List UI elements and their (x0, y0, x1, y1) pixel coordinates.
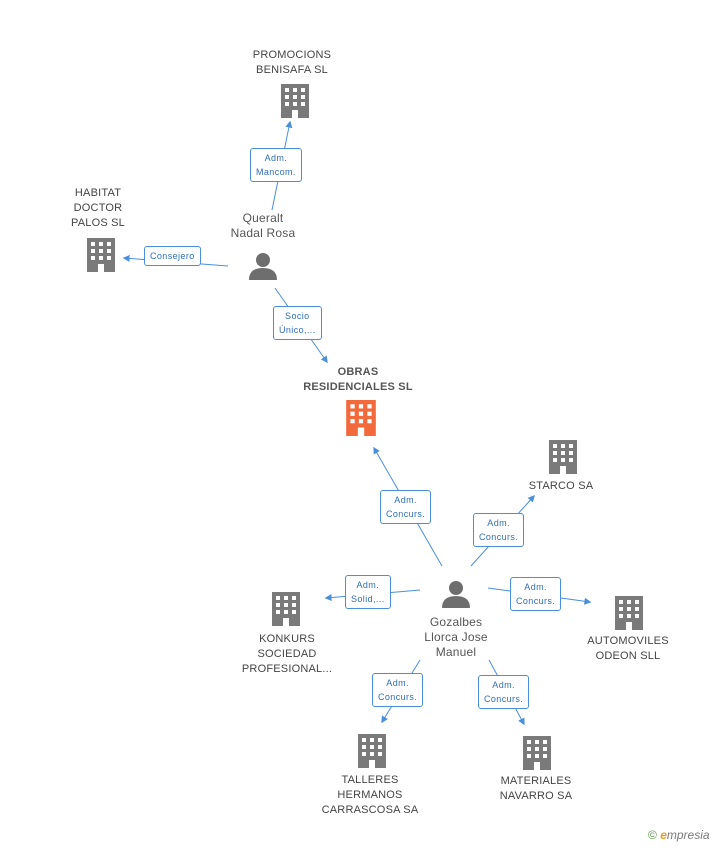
relation-tag-promocions[interactable]: Adm.Mancom. (250, 148, 302, 182)
logo-letter: e (660, 828, 667, 842)
relation-tag-konkurs[interactable]: Adm.Solid,... (345, 575, 391, 609)
relation-tag-materiales[interactable]: Adm.Concurs. (478, 675, 530, 709)
logo-text: mpresia (666, 828, 710, 842)
relation-tag-talleres[interactable]: Adm.Concurs. (372, 673, 424, 707)
relation-tag-automoviles[interactable]: Adm.Concurs. (510, 577, 562, 611)
person-icon[interactable] (249, 253, 277, 280)
copyright-symbol: © (648, 828, 657, 842)
building-icon[interactable] (549, 440, 577, 474)
center-building-icon[interactable] (346, 400, 376, 436)
relation-tag-starco[interactable]: Adm.Concurs. (473, 513, 525, 547)
building-icon[interactable] (272, 592, 300, 626)
building-icon[interactable] (87, 238, 115, 272)
building-icon[interactable] (615, 596, 643, 630)
building-icon[interactable] (281, 84, 309, 118)
building-icon[interactable] (523, 736, 551, 770)
relation-tag-habitat[interactable]: Consejero (144, 246, 201, 266)
company-label-starco[interactable]: STARCO SA (528, 480, 594, 492)
person-icon[interactable] (442, 581, 470, 608)
empresia-logo: © empresia (648, 828, 710, 842)
relation-tag-center-gozalbes[interactable]: Adm.Concurs. (380, 490, 432, 524)
building-icon[interactable] (358, 734, 386, 768)
